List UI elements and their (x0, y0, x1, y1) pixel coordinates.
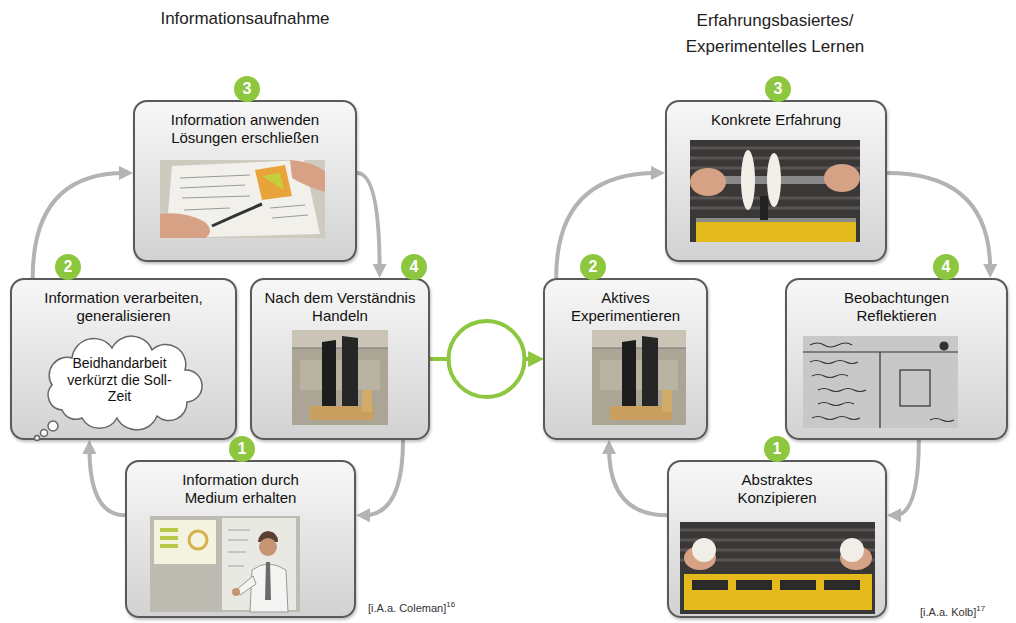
flow-arrow (89, 448, 125, 515)
flow-arrow (609, 448, 667, 515)
process-box: 2Information verarbeiten, generalisieren… (10, 278, 237, 440)
box-label: Aktives Experimentieren (556, 280, 696, 326)
flow-arrow (357, 173, 380, 270)
cloud-text: Beidhandarbeit verkürzt die Soll-Zeit (64, 340, 176, 405)
photo-workstation (680, 522, 875, 614)
cycle-arrow (430, 321, 535, 359)
photo-notes (803, 336, 958, 428)
column-heading: Erfahrungsbasiertes/ Experimentelles Ler… (675, 8, 875, 61)
box-label: Konkrete Erfahrung (676, 102, 876, 129)
source-citation: [i.A.a. Kolb]17 (920, 604, 985, 618)
box-label: Abstraktes Konzipieren (712, 462, 842, 508)
citation-text: [i.A.a. Coleman] (368, 602, 446, 614)
flow-arrow (364, 440, 403, 515)
source-citation: [i.A.a. Coleman]16 (368, 600, 455, 614)
photo-experiment (690, 140, 860, 242)
process-box: 2Aktives Experimentieren (543, 278, 708, 440)
callout-number: 2 (580, 254, 606, 280)
box-label: Nach dem Verständnis Handeln (258, 280, 422, 326)
process-box: 4Nach dem Verständnis Handeln (250, 278, 430, 440)
box-label: Information durch Medium erhalten (166, 462, 316, 508)
callout-number: 2 (55, 254, 81, 280)
footnote-number: 16 (446, 600, 455, 609)
callout-number: 1 (764, 436, 790, 462)
flow-arrow (895, 440, 919, 515)
citation-text: [i.A.a. Kolb] (920, 606, 976, 618)
thought-cloud: Beidhandarbeit verkürzt die Soll-Zeit (37, 340, 202, 424)
callout-number: 3 (234, 76, 260, 102)
photo-fixture (292, 330, 388, 425)
photo-fixture (592, 330, 686, 425)
callout-number: 3 (765, 76, 791, 102)
photo-presenter (150, 516, 300, 612)
box-label: Information anwenden Lösungen erschließe… (155, 102, 335, 148)
process-box: 1Information durch Medium erhalten (125, 460, 356, 618)
callout-number: 4 (401, 254, 427, 280)
flow-arrow (556, 173, 657, 278)
box-label: Information verarbeiten, generalisieren (18, 280, 229, 326)
photo-worksheet (160, 160, 325, 238)
process-box: 1Abstraktes Konzipieren (667, 460, 887, 618)
process-box: 3Konkrete Erfahrung (665, 100, 887, 262)
cycle-arc (449, 359, 525, 397)
box-label: Beobachtungen Reflektieren (822, 280, 972, 326)
process-box: 3Information anwenden Lösungen erschließ… (133, 100, 357, 262)
column-heading: Informationsaufnahme (95, 8, 395, 30)
callout-number: 4 (933, 254, 959, 280)
callout-number: 1 (229, 436, 255, 462)
process-box: 4Beobachtungen Reflektieren (785, 278, 1008, 440)
footnote-number: 17 (976, 604, 985, 613)
